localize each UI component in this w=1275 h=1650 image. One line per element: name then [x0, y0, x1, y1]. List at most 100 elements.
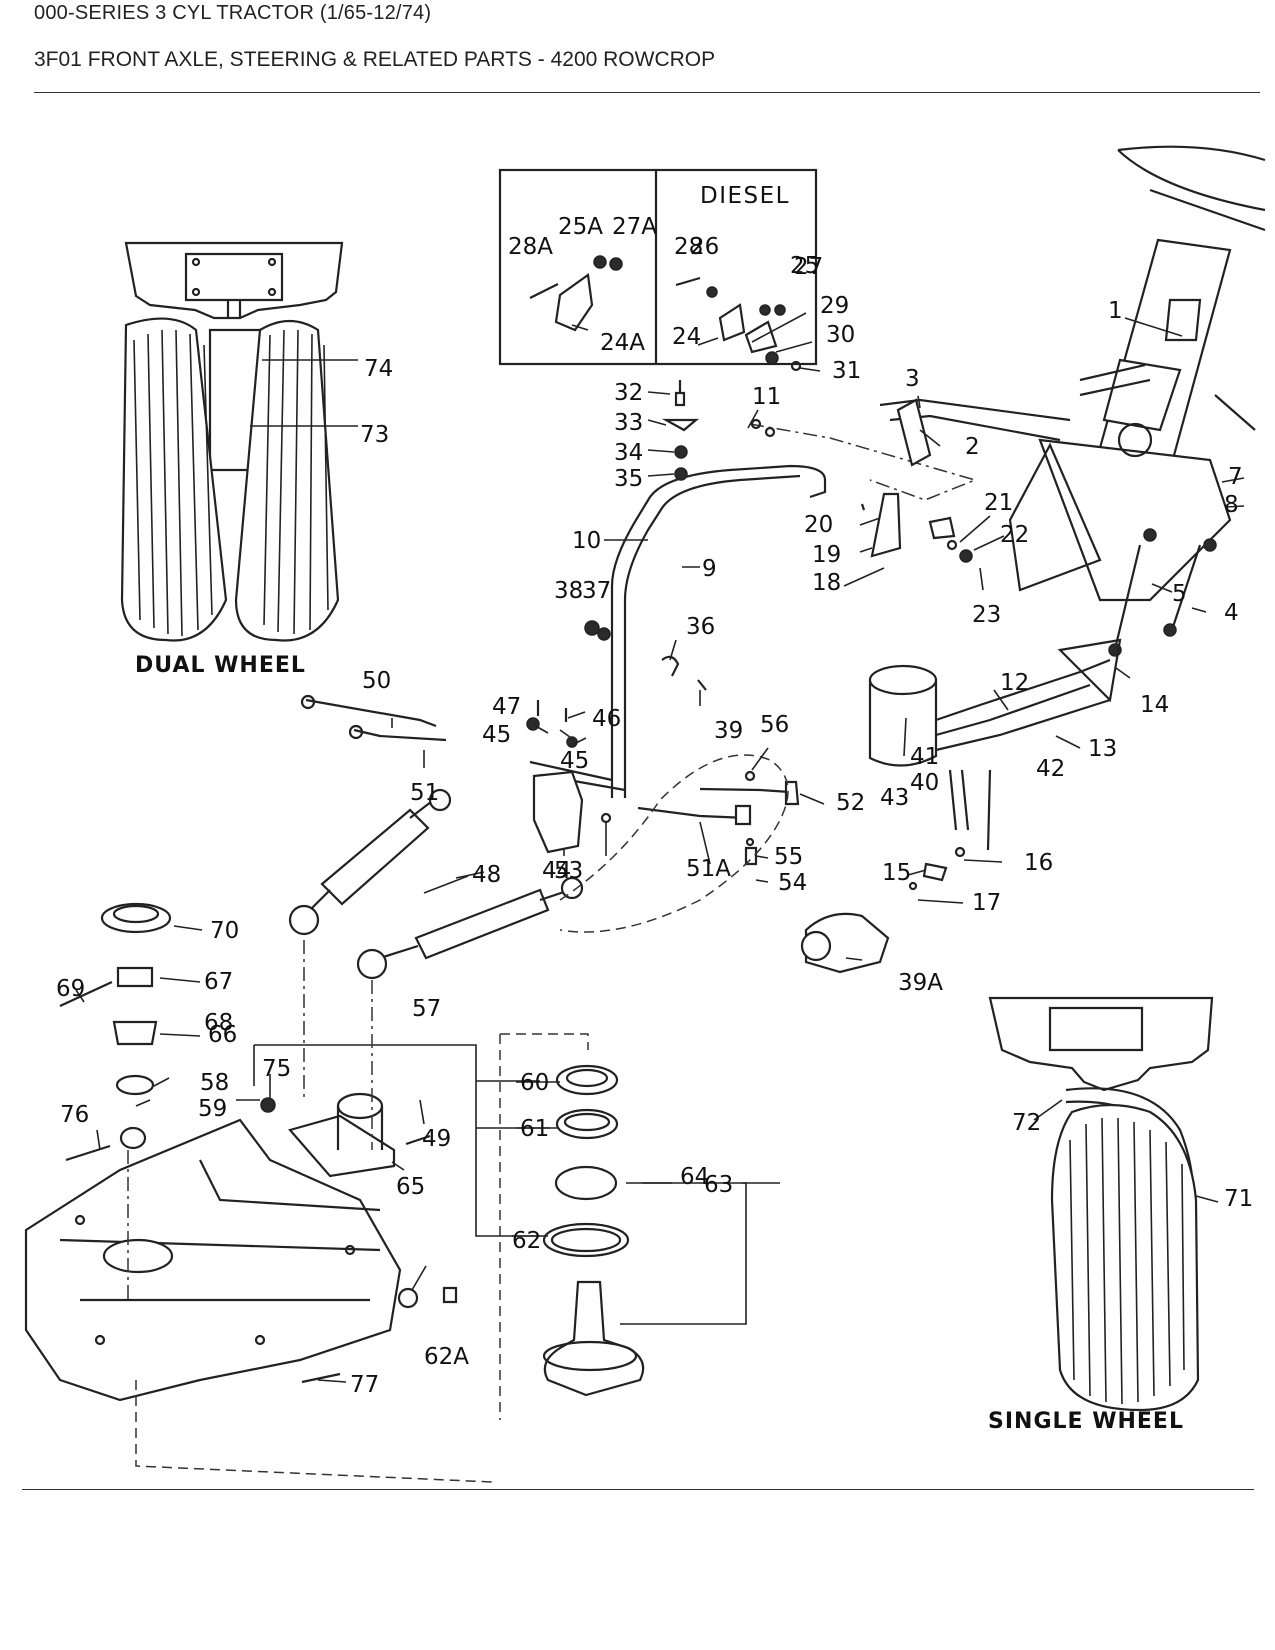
callout-12: 12	[1000, 670, 1029, 696]
callout-56: 56	[760, 712, 789, 738]
pump-reservoir	[800, 638, 1122, 974]
callout-24a: 24A	[600, 330, 645, 356]
callout-5: 5	[1172, 581, 1187, 607]
axle-housing	[24, 1092, 458, 1402]
callout-13: 13	[1088, 736, 1117, 762]
callout-49: 49	[422, 1126, 451, 1152]
callout-10: 10	[572, 528, 601, 554]
callout-20: 20	[804, 512, 833, 538]
callout-36: 36	[686, 614, 715, 640]
callout-30: 30	[826, 322, 855, 348]
callout-40: 40	[910, 770, 939, 796]
callout-46: 46	[592, 706, 621, 732]
diesel-inset	[498, 168, 818, 372]
callout-47: 47	[492, 694, 521, 720]
callout-62a: 62A	[424, 1344, 469, 1370]
callout-15: 15	[882, 860, 911, 886]
callout-65: 65	[396, 1174, 425, 1200]
bracket-hardware	[584, 380, 973, 691]
callout-58: 58	[200, 1070, 229, 1096]
callout-8: 8	[1224, 492, 1239, 518]
callout-59: 59	[198, 1096, 227, 1122]
callout-66: 66	[208, 1022, 237, 1048]
callout-75: 75	[262, 1056, 291, 1082]
leader-lines	[75, 312, 1245, 1383]
callout-2: 2	[965, 434, 980, 460]
callout-70: 70	[210, 918, 239, 944]
callout-48: 48	[472, 862, 501, 888]
series-header: 000-SERIES 3 CYL TRACTOR (1/65-12/74)	[34, 2, 432, 24]
callout-73: 73	[360, 422, 389, 448]
callout-39: 39	[714, 718, 743, 744]
callout-51: 51	[410, 780, 439, 806]
callout-11: 11	[752, 384, 781, 410]
inset-label-diesel: DIESEL	[700, 183, 790, 209]
caption-single-wheel: SINGLE WHEEL	[988, 1409, 1184, 1434]
callout-27: 27	[794, 254, 823, 280]
callout-28: 28	[674, 234, 703, 260]
callout-22: 22	[1000, 522, 1029, 548]
callout-16: 16	[1024, 850, 1053, 876]
callout-9: 9	[702, 556, 717, 582]
callout-45: 45	[560, 748, 589, 774]
callout-27a: 27A	[612, 214, 657, 240]
group-lines	[127, 940, 780, 1483]
callout-42: 42	[1036, 756, 1065, 782]
callout-76: 76	[60, 1102, 89, 1128]
steering-column	[1008, 145, 1266, 657]
callout-54: 54	[778, 870, 807, 896]
callout-72: 72	[1012, 1110, 1041, 1136]
callout-32: 32	[614, 380, 643, 406]
callout-38: 38	[554, 578, 583, 604]
callout-17: 17	[972, 890, 1001, 916]
callout-33: 33	[614, 410, 643, 436]
callout-7: 7	[1228, 464, 1243, 490]
callout-64: 64	[680, 1164, 709, 1190]
dual-wheel-assembly	[120, 241, 358, 642]
callout-63: 63	[704, 1172, 733, 1198]
callout-67: 67	[204, 969, 233, 995]
callout-51a: 51A	[686, 856, 731, 882]
callout-74: 74	[364, 356, 393, 382]
callout-37: 37	[582, 578, 611, 604]
callout-29: 29	[820, 293, 849, 319]
header-divider	[34, 92, 1260, 93]
callout-61: 61	[520, 1116, 549, 1142]
callout-35: 35	[614, 466, 643, 492]
callout-53: 53	[554, 858, 583, 884]
callout-45: 45	[482, 722, 511, 748]
callout-3: 3	[905, 366, 920, 392]
callout-57: 57	[412, 996, 441, 1022]
callout-4: 4	[1224, 600, 1239, 626]
callout-41: 41	[910, 744, 939, 770]
callout-69: 69	[56, 976, 85, 1002]
callout-18: 18	[812, 570, 841, 596]
callout-14: 14	[1140, 692, 1169, 718]
callout-44: 44	[542, 858, 571, 884]
spindle-stack	[542, 1064, 645, 1397]
callout-23: 23	[972, 602, 1001, 628]
footer-divider	[22, 1489, 1254, 1490]
callout-77: 77	[350, 1372, 379, 1398]
caption-dual-wheel: DUAL WHEEL	[135, 653, 306, 678]
callout-19: 19	[812, 542, 841, 568]
hub-parts-stack	[59, 902, 172, 1150]
callout-62: 62	[512, 1228, 541, 1254]
callout-55: 55	[774, 844, 803, 870]
callout-31: 31	[832, 358, 861, 384]
callout-25: 25	[790, 253, 819, 279]
page-title: 3F01 FRONT AXLE, STEERING & RELATED PART…	[34, 48, 716, 71]
callout-50: 50	[362, 668, 391, 694]
callout-39a: 39A	[898, 970, 943, 996]
callout-68: 68	[204, 1010, 233, 1036]
callout-28a: 28A	[508, 234, 553, 260]
callout-52: 52	[836, 790, 865, 816]
valve-cylinders	[288, 694, 800, 980]
callout-60: 60	[520, 1070, 549, 1096]
callout-34: 34	[614, 440, 643, 466]
callout-71: 71	[1224, 1186, 1253, 1212]
callout-21: 21	[984, 490, 1013, 516]
callout-26: 26	[690, 234, 719, 260]
